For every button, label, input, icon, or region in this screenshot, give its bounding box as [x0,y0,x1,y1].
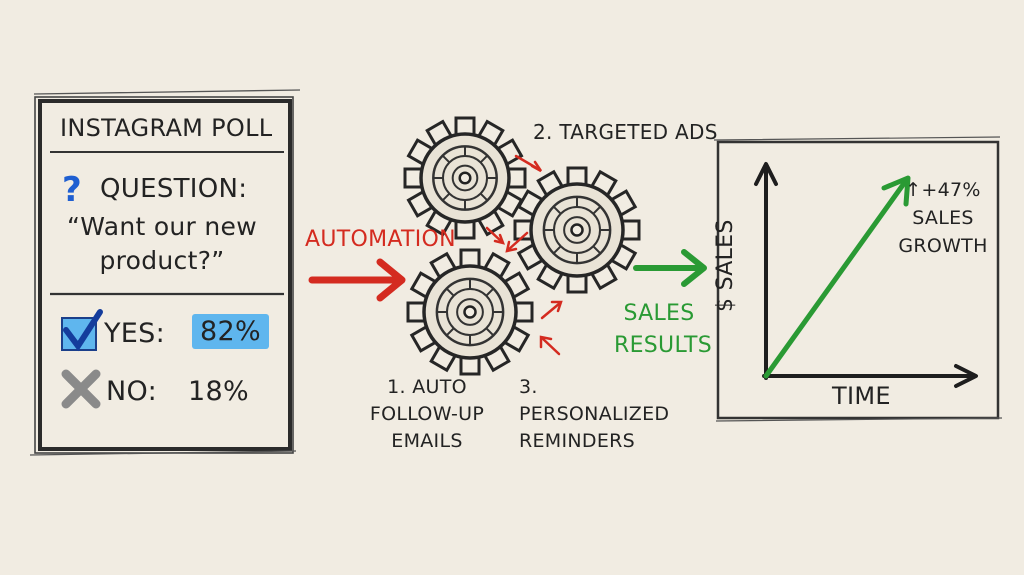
cross-icon [61,369,101,409]
automation-label: AUTOMATION [305,227,456,252]
gear-icon [403,116,641,376]
question-label: QUESTION: [100,174,248,204]
gear-top-left [403,116,527,240]
gear-right [513,166,641,294]
question-mark-icon: ? [62,170,83,210]
sales-results-label: SALES RESULTS [614,301,712,358]
chart-axes [754,162,978,388]
growth-annotation: ↑+47% SALES GROWTH [898,179,988,257]
checkmark-icon [61,309,103,352]
gear-bottom [406,248,534,376]
connector-arrows [485,154,563,356]
growth-line [763,175,911,379]
no-label: NO: [106,376,157,407]
y-axis-label: $ SALES [713,219,738,312]
no-percent: 18% [188,376,249,407]
poll-card [29,89,301,456]
results-chart-frame [713,136,1003,422]
yes-label: YES: [104,318,165,349]
yes-percent: 82% [192,314,269,349]
step-reminders: 3. PERSONALIZED REMINDERS [519,376,670,452]
automation-arrow [308,258,406,302]
question-text: “Want our new product?” [67,212,257,275]
x-axis-label: TIME [832,382,891,410]
results-arrow [633,249,707,287]
step-targeted-ads: 2. TARGETED ADS [533,120,718,144]
step-auto-emails: 1. AUTO FOLLOW-UP EMAILS [369,376,485,452]
poll-title: INSTAGRAM POLL [60,114,273,142]
